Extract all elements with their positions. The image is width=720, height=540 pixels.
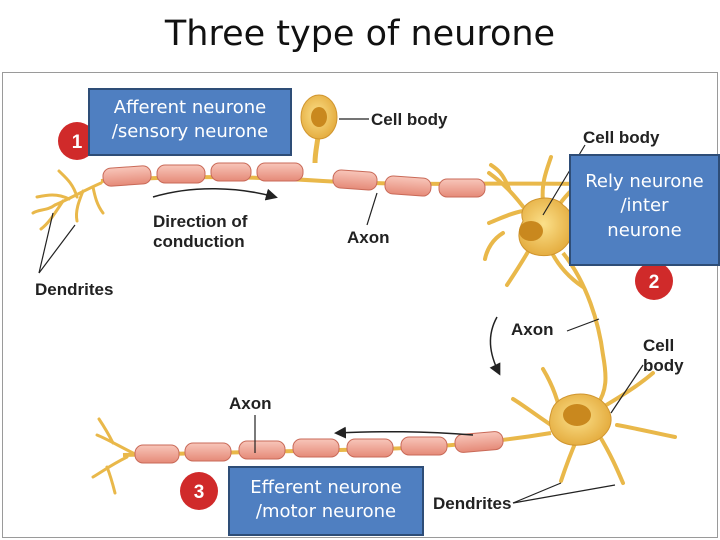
motor-myelin xyxy=(134,431,504,464)
slide-title: Three type of neurone xyxy=(164,14,556,54)
badge-2: 2 xyxy=(635,262,673,300)
sensory-neurone xyxy=(31,94,644,231)
label-axon-sensory: Axon xyxy=(347,228,390,247)
motor-axon-terminals xyxy=(91,417,135,495)
sensory-myelin xyxy=(102,162,486,198)
neuron-illustration: Cell body Cell body Cell body Axon Axon … xyxy=(31,94,684,513)
neuron-diagram: Cell body Cell body Cell body Axon Axon … xyxy=(2,72,718,538)
relay-neurone xyxy=(483,155,608,407)
sensory-dendrites xyxy=(31,169,105,231)
badge-3: 3 xyxy=(180,472,218,510)
label-cell-body-motor-line1: Cell xyxy=(643,336,674,355)
direction-arrow-3 xyxy=(334,426,474,439)
callout-afferent-line1: Afferent neurone xyxy=(113,97,267,118)
label-dendrites-motor: Dendrites xyxy=(433,494,511,513)
callout-efferent-neurone: Efferent neurone /motor neurone xyxy=(228,466,424,536)
leader-lines xyxy=(38,118,644,504)
label-axon-relay: Axon xyxy=(511,320,554,339)
callout-relay-line2: /inter xyxy=(620,195,669,217)
label-cell-body-sensory: Cell body xyxy=(371,110,448,129)
direction-arrow-2 xyxy=(489,316,501,376)
badge-1: 1 xyxy=(58,122,96,160)
callout-efferent-line1: Efferent neurone xyxy=(250,477,402,498)
label-direction-line2: conduction xyxy=(153,232,245,251)
label-cell-body-motor-line2: body xyxy=(643,356,684,375)
svg-text:2: 2 xyxy=(649,272,660,293)
callout-efferent-line2: /motor neurone xyxy=(255,501,397,523)
label-cell-body-relay: Cell body xyxy=(583,128,660,147)
label-axon-motor: Axon xyxy=(229,394,272,413)
label-direction-line1: Direction of xyxy=(153,212,248,231)
svg-text:1: 1 xyxy=(72,132,83,153)
label-dendrites-sensory: Dendrites xyxy=(35,280,113,299)
callout-relay-line1: Rely neurone xyxy=(585,171,704,192)
callout-afferent-neurone: Afferent neurone /sensory neurone xyxy=(88,88,292,156)
callout-relay-line3: neurone xyxy=(607,219,682,241)
callout-relay-neurone: Rely neurone /inter neurone xyxy=(569,154,720,266)
direction-arrow-1 xyxy=(152,188,278,201)
motor-neurone xyxy=(91,367,677,495)
svg-text:3: 3 xyxy=(194,482,205,503)
callout-afferent-line2: /sensory neurone xyxy=(111,121,269,143)
